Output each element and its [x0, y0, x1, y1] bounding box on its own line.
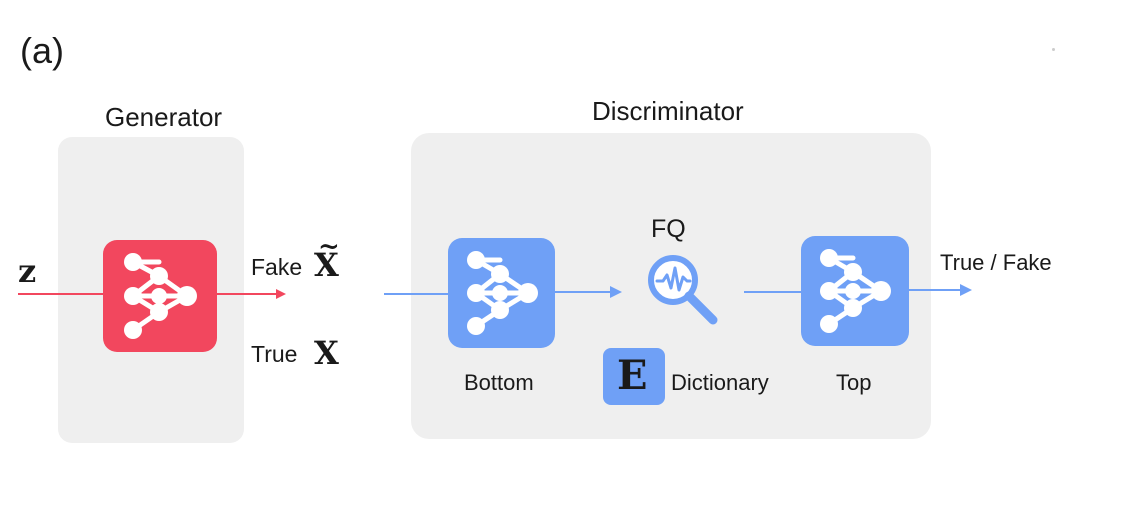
fake-x-symbol: X — [314, 246, 339, 284]
dictionary-symbol: E — [617, 352, 648, 399]
neural-network-icon — [124, 253, 197, 339]
top-label: Top — [836, 370, 872, 395]
discriminator-title: Discriminator — [592, 96, 744, 126]
dictionary-label: Dictionary — [671, 370, 769, 395]
subfigure-label: (a) — [20, 30, 64, 71]
magnifier-waveform-icon — [648, 255, 718, 325]
generator-title: Generator — [105, 102, 223, 132]
z-latent-symbol: z — [18, 252, 37, 290]
bottom-label: Bottom — [464, 370, 534, 395]
stray-dot — [1052, 48, 1055, 51]
fake-x-tilde: ~ — [318, 232, 340, 262]
dictionary-block — [603, 348, 665, 405]
generator-network-block — [103, 240, 217, 352]
neural-network-icon — [467, 251, 538, 335]
top-network-block — [801, 236, 909, 346]
fake-label: Fake — [251, 254, 303, 280]
output-label: True / Fake — [940, 250, 1052, 275]
true-label: True — [251, 341, 298, 367]
neural-network-icon — [820, 249, 891, 333]
bottom-network-block — [448, 238, 555, 348]
true-x-symbol: X — [314, 334, 339, 372]
fq-label: FQ — [651, 215, 686, 243]
